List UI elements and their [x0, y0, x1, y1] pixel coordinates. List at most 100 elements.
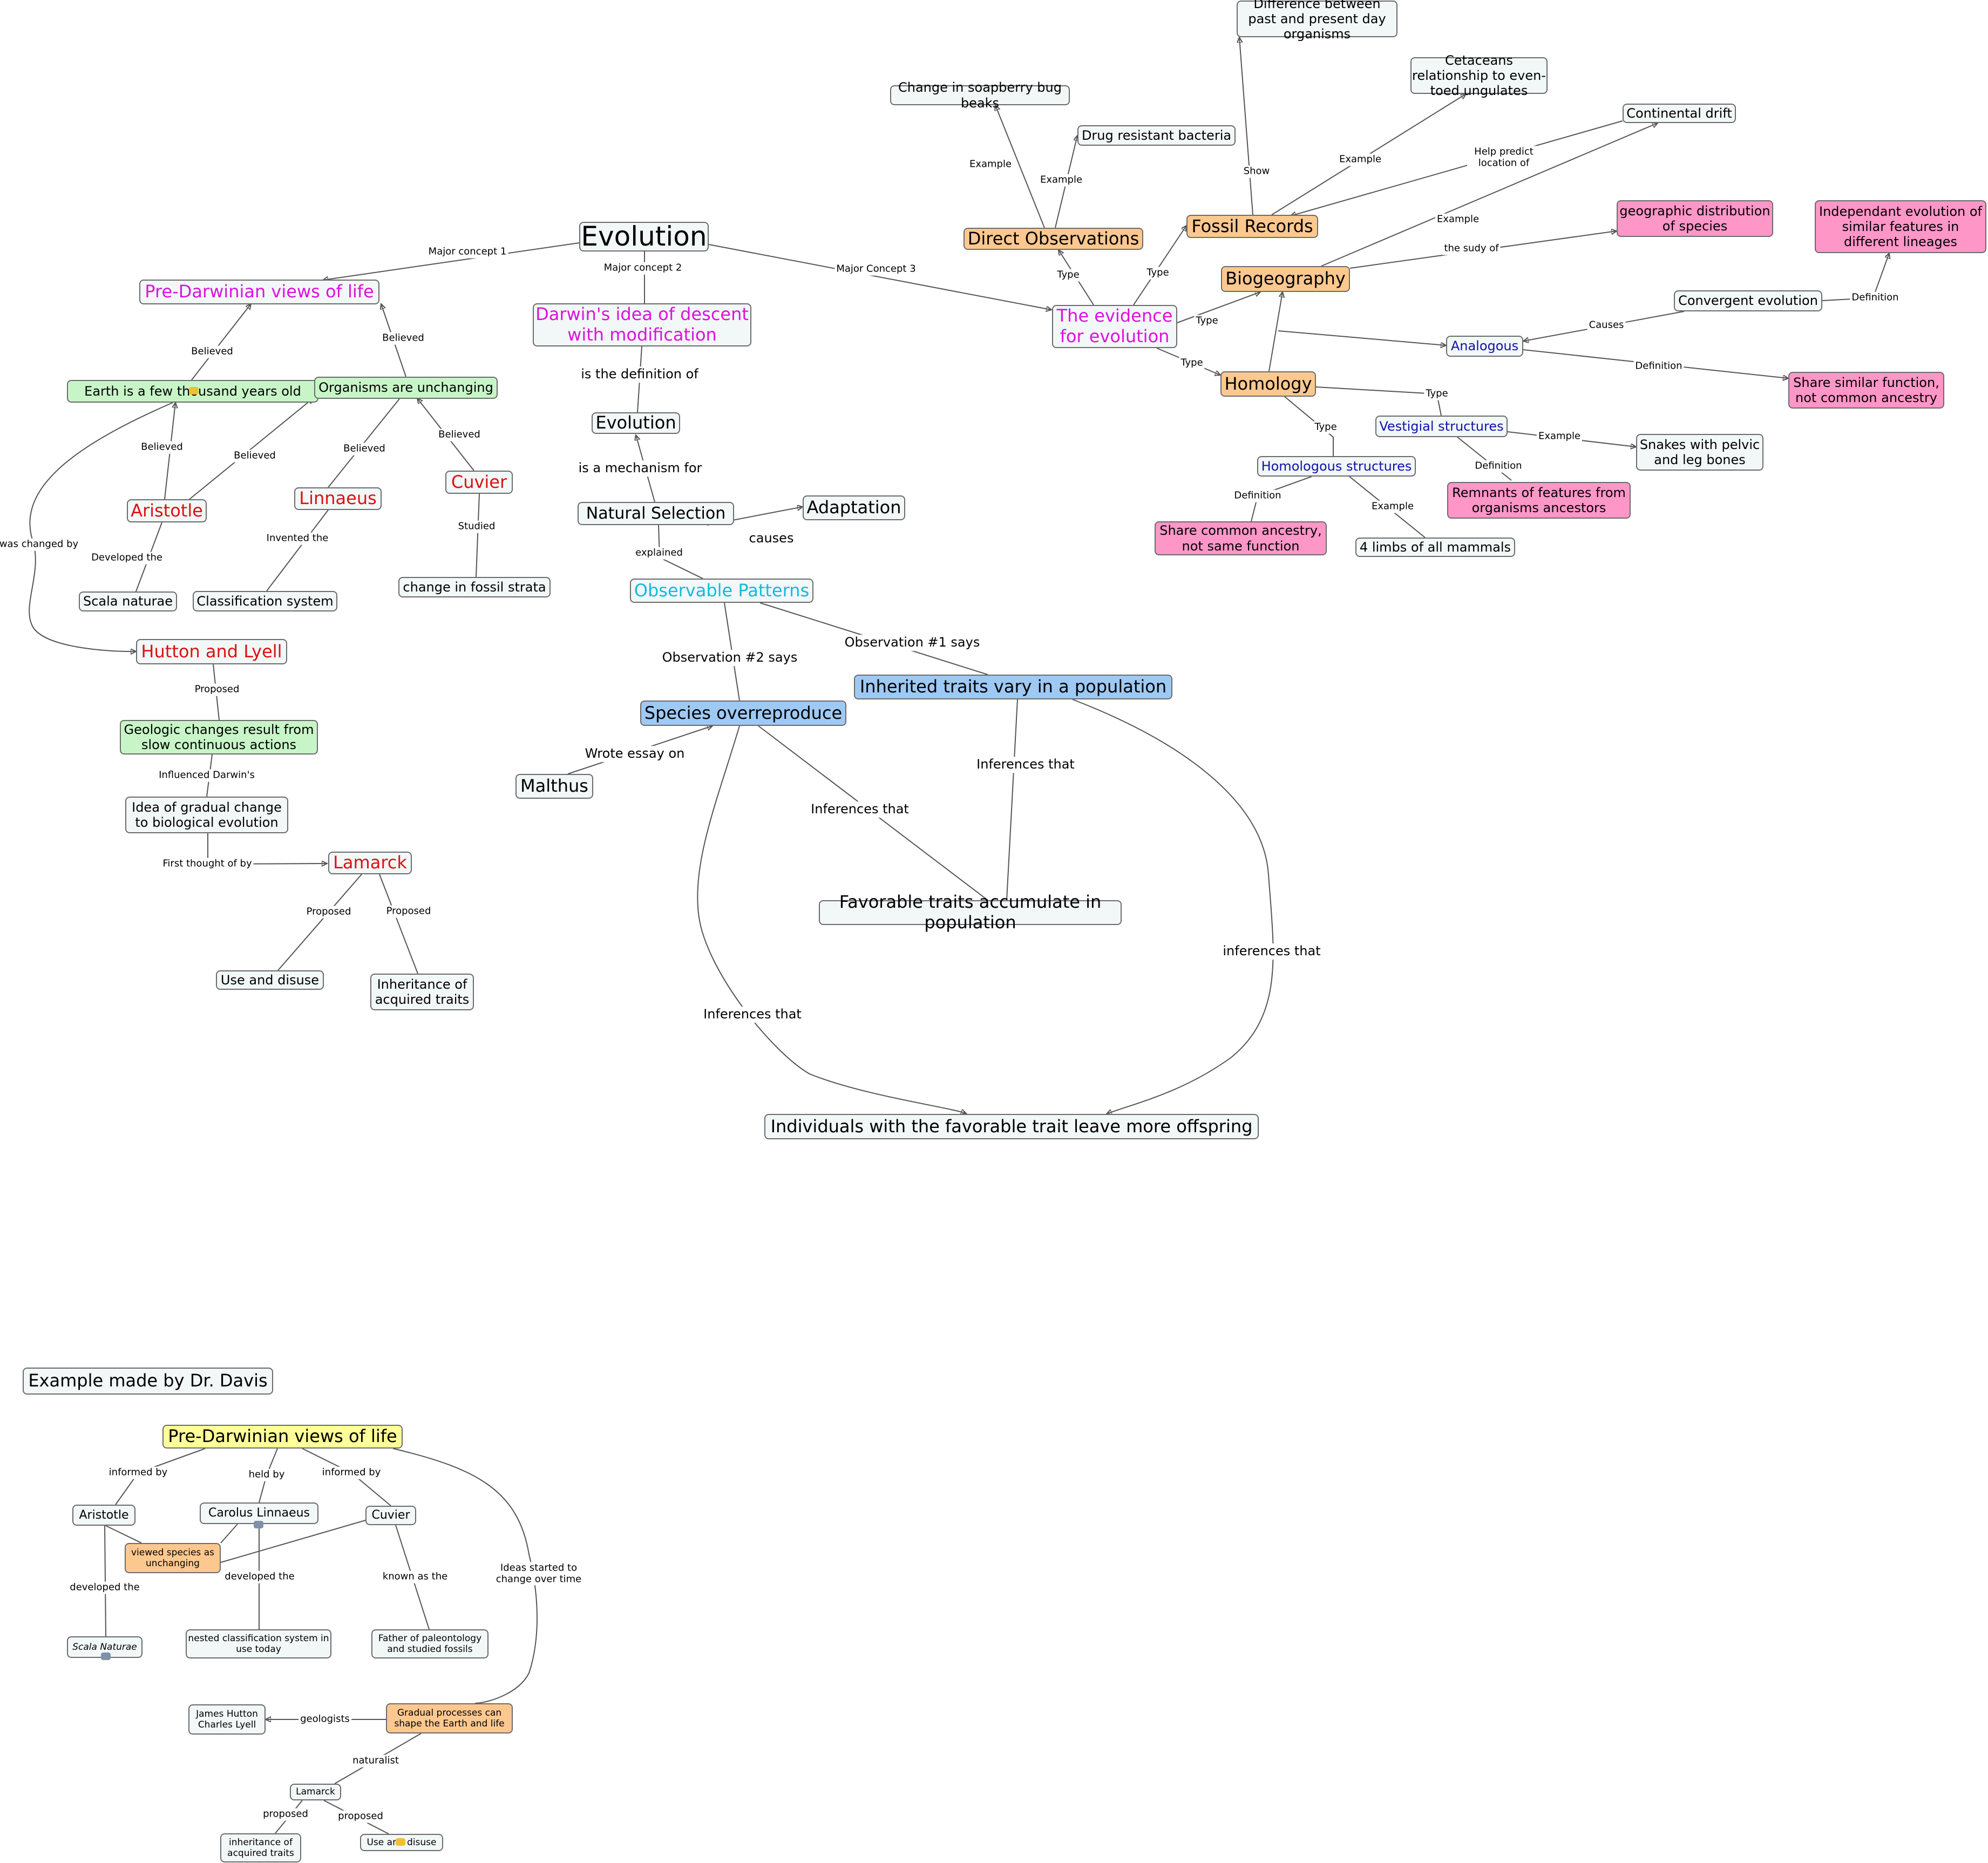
node-cuvier2[interactable]: Cuvier: [365, 1506, 416, 1525]
node-adaptation[interactable]: Adaptation: [803, 495, 905, 520]
edge-label-influenced: Influenced Darwin's: [157, 769, 256, 782]
node-evolution[interactable]: Evolution: [579, 221, 709, 252]
connector-line: [104, 1525, 106, 1637]
node-share-anc[interactable]: Share common ancestry, not same function: [1155, 521, 1327, 555]
node-limbs[interactable]: 4 limbs of all mammals: [1355, 538, 1515, 557]
node-evidence[interactable]: The evidence for evolution: [1052, 305, 1177, 348]
node-aristotle[interactable]: Aristotle: [127, 499, 207, 522]
node-fossil-strata[interactable]: change in fossil strata: [398, 577, 551, 597]
node-biogeo[interactable]: Biogeography: [1221, 266, 1350, 292]
resource-badge-icon[interactable]: [189, 387, 199, 395]
edge-label-first-thought: First thought of by: [161, 858, 254, 871]
edge-label-inf3: Inferences that: [702, 1007, 803, 1023]
edge-label-type2: Type: [1145, 267, 1171, 280]
node-fossil-rec[interactable]: Fossil Records: [1186, 215, 1318, 238]
node-linnaeus[interactable]: Linnaeus: [294, 487, 382, 510]
node-lamarck2[interactable]: Lamarck: [290, 1784, 341, 1800]
node-cetaceans[interactable]: Cetaceans relationship to even-toed ungu…: [1410, 53, 1548, 98]
node-james[interactable]: James Hutton Charles Lyell: [188, 1704, 266, 1735]
edge-label-is-def: is the definition of: [579, 366, 700, 383]
edge-label-believed5: Believed: [342, 443, 387, 455]
edge-label-believed6: Believed: [437, 429, 482, 441]
node-viewed[interactable]: viewed species as unchanging: [125, 1543, 221, 1573]
node-remnants[interactable]: Remnants of features from organisms ance…: [1447, 482, 1631, 519]
edge-label-example6: Example: [1369, 500, 1416, 513]
resource-badge-icon[interactable]: [254, 1521, 263, 1528]
node-observable[interactable]: Observable Patterns: [630, 579, 813, 603]
node-geo-dist[interactable]: geographic distribution of species: [1617, 200, 1773, 237]
edge-label-example4: Example: [1435, 213, 1481, 226]
node-vestigial[interactable]: Vestigial structures: [1375, 416, 1508, 437]
node-difference[interactable]: Difference between past and present day …: [1237, 0, 1397, 42]
node-carolus[interactable]: Carolus Linnaeus: [200, 1502, 318, 1524]
node-darwin-idea[interactable]: Darwin's idea of descent with modificati…: [533, 303, 751, 346]
node-drug[interactable]: Drug resistant bacteria: [1077, 125, 1236, 146]
node-direct-obs[interactable]: Direct Observations: [964, 228, 1143, 250]
node-homologous[interactable]: Homologous structures: [1257, 456, 1416, 477]
node-org-unchanging[interactable]: Organisms are unchanging: [314, 377, 498, 399]
connector-line: [1006, 699, 1018, 901]
edge-label-known-as: known as the: [381, 1570, 450, 1583]
node-individuals[interactable]: Individuals with the favorable trait lea…: [764, 1114, 1259, 1139]
resource-badge-icon[interactable]: [396, 1838, 405, 1846]
node-gradual-proc[interactable]: Gradual processes can shape the Earth an…: [386, 1703, 513, 1733]
node-hutton[interactable]: Hutton and Lyell: [136, 639, 287, 664]
edge-label-definition3: Definition: [1473, 460, 1524, 473]
connector-line: [1321, 123, 1658, 267]
node-analogous[interactable]: Analogous: [1446, 336, 1523, 357]
node-favorable[interactable]: Favorable traits accumulate in populatio…: [819, 892, 1122, 933]
node-snakes[interactable]: Snakes with pelvic and leg bones: [1636, 434, 1763, 471]
connector-line: [1457, 437, 1512, 481]
node-convergent[interactable]: Convergent evolution: [1674, 290, 1822, 311]
node-inherited[interactable]: Inherited traits vary in a population: [854, 675, 1172, 699]
node-natural-sel[interactable]: Natural Selection: [578, 502, 734, 525]
node-lamarck[interactable]: Lamarck: [328, 852, 412, 874]
edge-label-is-mech: is a mechanism for: [576, 460, 704, 477]
node-pd2[interactable]: Pre-Darwinian views of life: [162, 1425, 403, 1449]
edge-label-informed1: informed by: [107, 1466, 169, 1479]
node-inheritance[interactable]: Inheritance of acquired traits: [370, 974, 474, 1010]
node-example-made[interactable]: Example made by Dr. Davis: [23, 1368, 273, 1395]
node-classification[interactable]: Classification system: [193, 591, 337, 611]
node-share-func[interactable]: Share similar function, not common ances…: [1788, 372, 1944, 409]
node-use-disuse2[interactable]: Use and disuse: [360, 1834, 443, 1851]
edge-label-proposed2: Proposed: [304, 906, 353, 919]
node-pre-darwin[interactable]: Pre-Darwinian views of life: [139, 280, 379, 304]
edge-label-example1: Example: [967, 158, 1014, 171]
edge-label-type3: Type: [1194, 315, 1220, 328]
node-gradual[interactable]: Idea of gradual change to biological evo…: [125, 797, 288, 833]
node-continental[interactable]: Continental drift: [1623, 104, 1736, 123]
node-malthus[interactable]: Malthus: [515, 774, 593, 799]
node-indep-evo[interactable]: Independant evolution of similar feature…: [1815, 200, 1986, 253]
node-aristotle2[interactable]: Aristotle: [72, 1505, 135, 1526]
node-scala[interactable]: Scala naturae: [79, 591, 177, 611]
node-homology[interactable]: Homology: [1220, 371, 1316, 397]
edge-label-obs2: Observation #2 says: [660, 650, 799, 666]
node-overreproduce[interactable]: Species overreproduce: [640, 701, 846, 726]
edge-label-show: Show: [1241, 165, 1272, 178]
node-geologic[interactable]: Geologic changes result from slow contin…: [120, 720, 318, 754]
edge-label-definition1: Definition: [1850, 291, 1901, 304]
edge-label-inf4: inferences that: [1221, 943, 1322, 960]
node-use-disuse[interactable]: Use and disuse: [216, 970, 324, 990]
node-cuvier[interactable]: Cuvier: [445, 471, 513, 494]
node-inheritance2[interactable]: inheritance of acquired traits: [220, 1833, 301, 1862]
connector-line: [1268, 292, 1283, 372]
connector-line: [392, 1448, 538, 1704]
connector-line: [1133, 226, 1186, 305]
connector-line: [220, 1524, 238, 1544]
connector-line: [1278, 330, 1446, 345]
edge-label-example5: Example: [1536, 430, 1583, 443]
resource-badge-icon[interactable]: [101, 1653, 111, 1660]
connector-line: [323, 242, 580, 280]
node-father[interactable]: Father of paleontology and studied fossi…: [371, 1629, 488, 1658]
edge-label-held-by: held by: [247, 1468, 287, 1481]
edge-label-type4: Type: [1179, 357, 1205, 370]
node-nested[interactable]: nested classification system in use toda…: [186, 1629, 331, 1658]
node-soapberry[interactable]: Change in soapberry bug beaks: [890, 80, 1070, 111]
node-evolution2[interactable]: Evolution: [592, 412, 680, 434]
edge-label-type5: Type: [1424, 387, 1450, 400]
edge-label-believed3: Believed: [139, 441, 185, 454]
connector-line: [191, 304, 251, 380]
